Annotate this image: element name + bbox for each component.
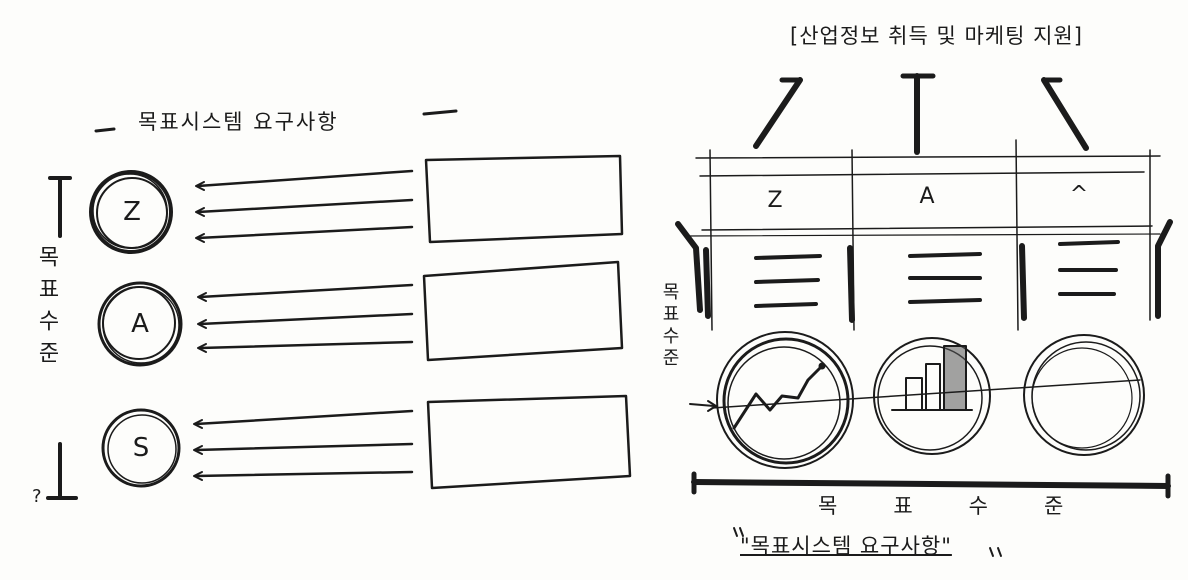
arrows-s [193,409,414,481]
circle-bar [873,337,991,455]
list-col-3 [1058,240,1120,296]
header-table [685,139,1161,331]
title-dash-left [94,127,116,133]
list-col-2 [908,252,982,304]
circle-letter-s: S [132,433,150,463]
circle-s [101,408,181,488]
empty-circle-icon [1084,430,1085,431]
pointer-arrow [689,403,715,407]
circle-letter-a: A [131,309,149,339]
column-letter-caret: ^ [1069,182,1089,207]
footnote-mark: ? [32,486,42,507]
bottom-caption: "목표시스템 요구사항" [740,534,952,558]
quote-open [733,527,744,537]
box-s [426,394,632,490]
bottom-axis-label: 목표수준 [818,494,1120,518]
bracket-right [1155,219,1173,319]
circle-z [89,170,173,254]
right-vertical-label: 목표수준 [659,282,680,370]
through-line [711,379,1141,409]
circle-letter-z: Z [123,197,141,227]
arrows-z [195,169,414,243]
left-vertical-label: 목표수준 [34,245,59,373]
circle-a [97,281,183,367]
bracket-left [675,221,703,313]
connector-left [753,77,803,149]
line-trend-icon [770,430,771,431]
column-bars [703,243,1027,323]
circle-trend [716,331,854,469]
connector-right [1041,77,1089,151]
column-letter-a: A [919,184,935,209]
box-z [424,154,624,244]
bottom-axis [691,479,1171,489]
arrows-a [197,283,414,353]
left-title: 목표시스템 요구사항 [138,110,339,134]
list-col-1 [754,254,822,308]
title-dash-right [422,109,458,116]
circle-empty [1023,334,1145,456]
quote-close [989,547,1002,557]
bar-chart-icon [930,430,931,431]
top-label: [산업정보 취득 및 마케팅 지원] [790,24,1083,48]
box-a [422,260,624,362]
column-letter-z: Z [767,188,783,213]
